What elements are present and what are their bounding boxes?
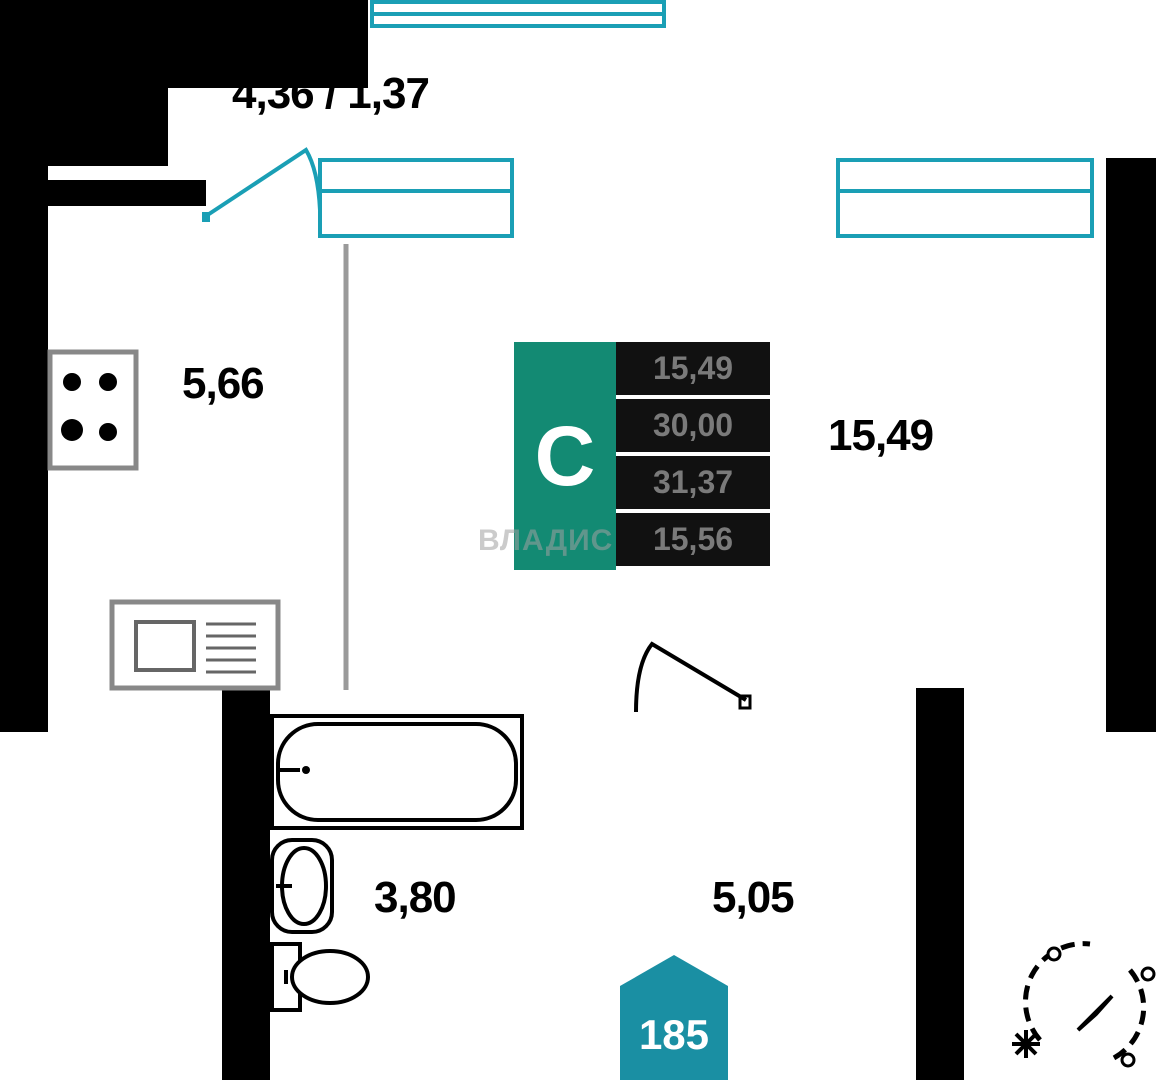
washbasin-icon [270, 838, 334, 934]
bathroom-area-label: 3,80 [374, 873, 457, 922]
window-living [836, 158, 1094, 238]
watermark: ВЛАДИС [478, 524, 614, 557]
living-area-label: 15,49 [828, 411, 934, 460]
section-badge: 185 [620, 955, 728, 1080]
badge-living-value: 15,49 [616, 342, 770, 395]
kitchen-area-label: 5,66 [182, 359, 265, 408]
bathtub-icon [270, 714, 524, 830]
compass-icon [1012, 941, 1156, 1068]
badge-extra-value: 15,56 [616, 513, 770, 566]
wall-bathroom-left [222, 688, 270, 1080]
window-kitchen [318, 158, 514, 238]
toilet-icon [270, 942, 370, 1012]
wall-top-left [0, 0, 368, 88]
entry-door-hinge [738, 694, 752, 710]
wall-corner [0, 88, 168, 166]
window-top [370, 0, 666, 28]
corridor-area-label: 4,36 / 1,37 [232, 69, 430, 118]
section-number: 185 [638, 1011, 710, 1058]
section-badge-shape [620, 955, 728, 1080]
badge-total-with-balcony-value: 31,37 [616, 456, 770, 509]
balcony-door-hinge [202, 212, 210, 222]
wall-kitchen-top [48, 180, 206, 206]
stove-icon [47, 349, 139, 471]
wall-left-upper [0, 166, 48, 732]
hall-area-label: 5,05 [712, 873, 795, 922]
wall-hall-right [916, 688, 964, 1080]
apartment-badge: C 15,49 30,00 31,37 15,56 [514, 342, 770, 570]
sink-icon [109, 599, 281, 691]
balcony-door-swing [204, 147, 322, 218]
badge-total-value: 30,00 [616, 399, 770, 452]
badge-letter: C [514, 342, 616, 570]
wall-right [1106, 158, 1156, 732]
entry-door-swing [634, 641, 748, 713]
badge-values: 15,49 30,00 31,37 15,56 [616, 342, 770, 570]
